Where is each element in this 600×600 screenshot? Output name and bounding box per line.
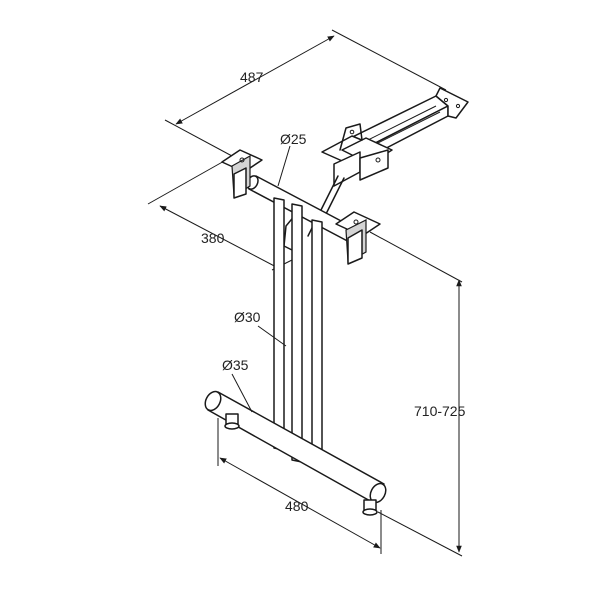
dimension-line bbox=[219, 457, 381, 549]
dimension-line bbox=[175, 35, 335, 125]
label-d35: Ø35 bbox=[222, 357, 249, 373]
folding-arm-bracket bbox=[321, 87, 469, 187]
extension-line bbox=[377, 511, 463, 557]
leader-d30: Ø30 bbox=[234, 309, 287, 347]
extension-line bbox=[147, 159, 227, 205]
extension-line bbox=[369, 231, 463, 283]
dimension-depth-top: 380 bbox=[147, 159, 293, 271]
extension-line bbox=[164, 119, 233, 157]
top-mount-left bbox=[221, 149, 263, 199]
dimension-line bbox=[159, 205, 283, 271]
dimension-width-top: 487 bbox=[164, 29, 447, 157]
label-d30: Ø30 bbox=[234, 309, 261, 325]
dimension-label-710-725: 710-725 bbox=[414, 403, 466, 419]
dimension-label-480: 480 bbox=[285, 498, 309, 514]
hook-rod bbox=[283, 213, 297, 251]
bracket-tab bbox=[339, 123, 363, 151]
label-d25: Ø25 bbox=[280, 131, 307, 147]
dimension-foot-length: 480 bbox=[217, 418, 382, 554]
leader-d25: Ø25 bbox=[277, 131, 307, 187]
column-right bbox=[291, 203, 323, 463]
dimension-label-380: 380 bbox=[201, 230, 225, 246]
top-cross-tube bbox=[246, 175, 363, 246]
arm-end-plate bbox=[435, 87, 469, 119]
extension-line bbox=[331, 29, 447, 91]
dimension-label-487: 487 bbox=[240, 69, 264, 85]
bracket-hinge-plate bbox=[359, 149, 389, 181]
dimension-height: 710-725 bbox=[369, 231, 466, 557]
leader-d35: Ø35 bbox=[222, 357, 253, 413]
glide-right bbox=[362, 499, 378, 516]
column-left bbox=[273, 197, 285, 451]
top-mount-right bbox=[335, 211, 381, 265]
glide-left bbox=[224, 413, 240, 430]
